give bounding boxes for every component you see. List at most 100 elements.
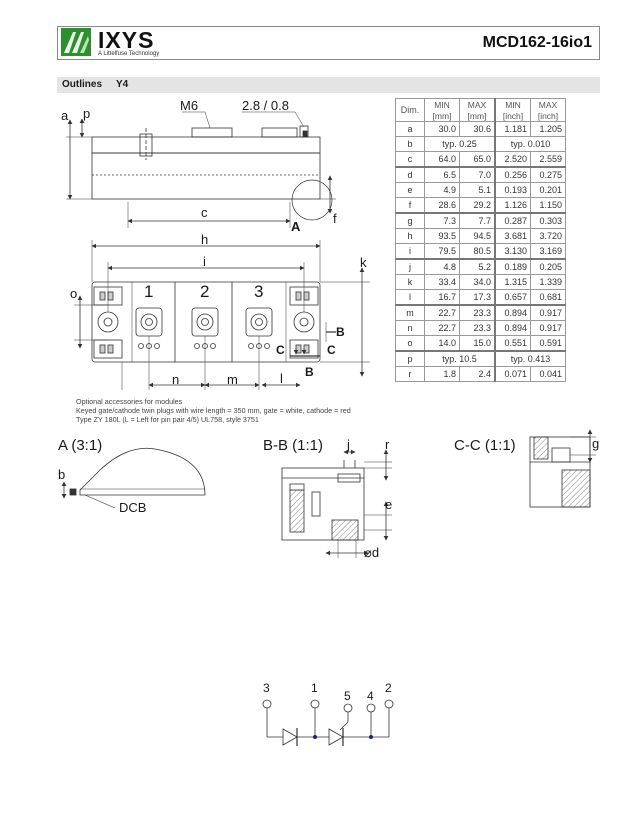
mounting-hole-left [97, 311, 119, 333]
detail-a-view [61, 447, 206, 509]
table-cell: 1.315 [494, 274, 531, 290]
pin-3-terminal [262, 699, 272, 709]
label-f: f [333, 211, 337, 226]
label-p: p [83, 106, 91, 121]
terminal-1-screw [140, 313, 158, 331]
label-r: r [385, 437, 390, 452]
pin-1-label: 1 [311, 681, 318, 695]
thyristor-icon [328, 728, 344, 746]
table-cell: 34.0 [459, 274, 496, 290]
label-b: b [58, 467, 66, 482]
table-header-max-in: MAX [530, 98, 566, 110]
pin-5-label: 5 [344, 689, 351, 703]
table-cell: b [395, 136, 425, 152]
header-frame [57, 26, 600, 60]
section-bb-title: B-B (1:1) [263, 437, 324, 454]
label-i: i [203, 254, 206, 269]
pin-5-terminal [343, 703, 353, 713]
table-cell: 93.5 [424, 228, 460, 244]
circuit-diagram [262, 699, 394, 746]
pin-2-label: 2 [385, 681, 392, 695]
label-k: k [360, 255, 367, 270]
label-section-c-right: C [327, 343, 336, 357]
label-l: l [280, 371, 283, 386]
label-c: c [201, 205, 208, 220]
table-cell: 3.720 [530, 228, 566, 244]
label-tab-size: 2.8 / 0.8 [242, 98, 289, 113]
table-cell: 0.041 [530, 366, 566, 382]
label-dcb: DCB [119, 500, 147, 515]
table-cell: k [395, 274, 425, 290]
terminal-3-screw [250, 313, 268, 331]
section-cc-title: C-C (1:1) [454, 437, 516, 454]
pin-4-terminal [366, 703, 376, 713]
label-d: ⌀d [364, 545, 380, 560]
brand-name: IXYS [98, 27, 155, 53]
table-cell: 1.339 [530, 274, 566, 290]
label-section-c-left: C [276, 343, 285, 357]
detail-a-marker [291, 179, 333, 221]
diode-1-icon [282, 728, 298, 746]
label-e: e [385, 497, 393, 512]
label-n: n [172, 372, 180, 387]
table-cell: 4.9 [424, 182, 460, 198]
section-cc-view [529, 429, 596, 508]
table-cell: 33.4 [424, 274, 460, 290]
pin-1-terminal [310, 699, 320, 709]
label-section-b-bottom: B [305, 365, 314, 379]
terminal-2-screw [196, 313, 214, 331]
side-view-top [91, 136, 321, 154]
label-o: o [70, 286, 78, 301]
label-terminal-1: 1 [144, 282, 154, 301]
side-view [66, 111, 336, 228]
label-terminal-3: 3 [254, 282, 264, 301]
top-view-body [91, 281, 321, 363]
label-m: m [227, 372, 238, 387]
table-header-min-mm: MIN [424, 98, 460, 110]
section-bb-view [281, 449, 392, 558]
table-cell: 0.917 [530, 320, 566, 336]
accessories-type: Type ZY 180L (L = Left for pin pair 4/5)… [76, 415, 259, 424]
brand-tagline: A Littelfuse Technology [98, 51, 160, 57]
side-view-body [91, 152, 321, 200]
part-number: MCD162-16io1 [482, 34, 592, 51]
label-section-b: B [336, 325, 345, 339]
label-a: a [61, 108, 69, 123]
ixys-logo-icon [61, 28, 91, 56]
pin-3-label: 3 [263, 681, 270, 695]
label-detail-a: A [291, 219, 301, 234]
accessories-title: Optional accessories for modules [76, 397, 183, 406]
label-h: h [201, 232, 209, 247]
section-package: Y4 [116, 79, 129, 90]
label-j: j [347, 437, 350, 452]
table-cell: 3.681 [494, 228, 531, 244]
pin-2-terminal [384, 699, 394, 709]
label-m6: M6 [180, 98, 199, 113]
section-title: Outlines [62, 79, 103, 90]
accessories-plugs: Keyed gate/cathode twin plugs with wire … [76, 406, 351, 415]
label-terminal-2: 2 [200, 282, 210, 301]
top-view [74, 240, 370, 390]
table-cell: 22.7 [424, 320, 460, 336]
detail-a-title: A (3:1) [58, 437, 103, 454]
label-g: g [592, 436, 600, 451]
table-cell: 0.201 [530, 182, 566, 198]
mounting-hole-right [293, 311, 315, 333]
pin-4-label: 4 [367, 689, 374, 703]
table-cell: 1.8 [424, 366, 460, 382]
table-cell: typ. 0.010 [494, 136, 566, 152]
